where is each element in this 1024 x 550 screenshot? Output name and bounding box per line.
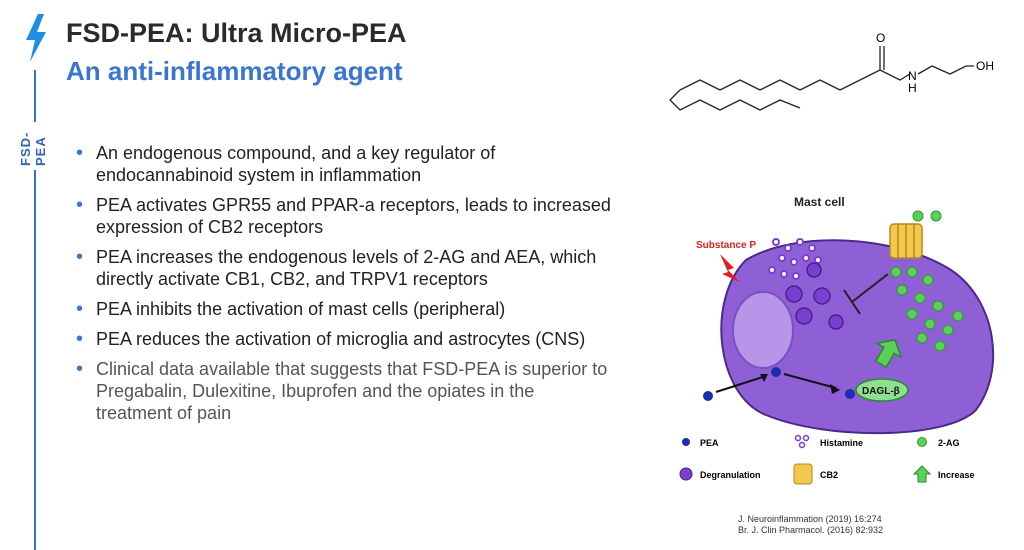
molecule-n-label: N: [908, 69, 917, 83]
reference-item: J. Neuroinflammation (2019) 16:274: [738, 514, 882, 524]
sidebar-divider-line: [34, 70, 36, 550]
legend-2ag: 2-AG: [938, 438, 960, 448]
references: J. Neuroinflammation (2019) 16:274 Br. J…: [738, 514, 883, 536]
bullet-list: An endogenous compound, and a key regula…: [74, 142, 614, 432]
degranulation-granules: [785, 262, 844, 330]
diagram-title: Mast cell: [794, 195, 845, 209]
cell-nucleus: [732, 291, 794, 369]
molecule-oh-label: OH: [976, 59, 994, 73]
substance-p-label: Substance P: [696, 240, 756, 251]
dagl-enzyme: [855, 378, 909, 402]
pea-dot-inside: [771, 367, 781, 377]
two-ag-dots: [890, 210, 964, 352]
bullet-item: PEA reduces the activation of microglia …: [74, 328, 614, 350]
lightning-bolt-icon: [26, 14, 46, 62]
pea-dot-outside: [703, 391, 713, 401]
bullet-item: Clinical data available that suggests th…: [74, 358, 614, 424]
bullet-item: PEA increases the endogenous levels of 2…: [74, 246, 614, 290]
histamine-cluster: [768, 238, 822, 280]
pea-molecule-structure: O N H OH: [669, 31, 994, 111]
pea-dot-dagl: [845, 389, 855, 399]
sidebar-vertical-label: FSD-PEA: [18, 122, 48, 170]
molecule-h-label: H: [908, 81, 917, 95]
legend-histamine: Histamine: [820, 438, 863, 448]
legend-increase: Increase: [938, 470, 975, 480]
bullet-item: PEA inhibits the activation of mast cell…: [74, 298, 614, 320]
lightning-icon: [720, 254, 740, 282]
dagl-label: DAGL-β: [862, 386, 900, 397]
legend-degranulation: Degranulation: [700, 470, 761, 480]
increase-arrow-icon: [874, 339, 903, 369]
diagram-legend: PEA Histamine 2-AG Degranulation CB2 Inc…: [679, 434, 975, 485]
inhibition-bar: [843, 289, 861, 315]
reference-item: Br. J. Clin Pharmacol. (2016) 82:932: [738, 525, 884, 535]
molecule-o-label: O: [876, 31, 885, 45]
mast-cell-diagram: Mast cell Substance P: [679, 195, 995, 485]
bullet-item: PEA activates GPR55 and PPAR-a receptors…: [74, 194, 614, 238]
slide-title: FSD-PEA: Ultra Micro-PEA: [66, 18, 407, 48]
bullet-item: An endogenous compound, and a key regula…: [74, 142, 614, 186]
legend-cb2: CB2: [820, 470, 838, 480]
cb2-receptor-icon: [889, 223, 923, 259]
slide-subtitle: An anti-inflammatory agent: [66, 56, 403, 86]
sidebar: FSD-PEA: [0, 0, 60, 550]
legend-pea: PEA: [700, 438, 719, 448]
